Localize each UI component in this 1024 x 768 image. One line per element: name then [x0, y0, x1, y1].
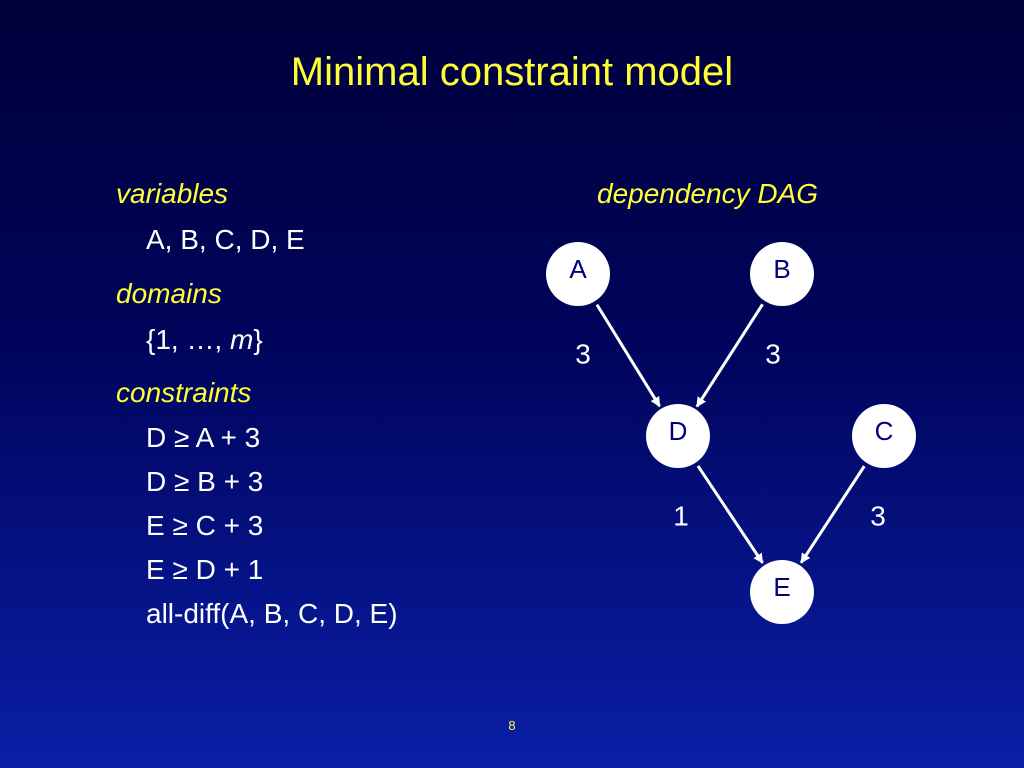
node-d: D — [646, 404, 710, 468]
node-label: D — [669, 416, 688, 446]
node-label: B — [773, 254, 790, 284]
edge-b-d — [695, 303, 764, 408]
constraint-1: D ≥ A + 3 — [146, 422, 261, 453]
domains-heading: domains — [116, 278, 222, 309]
constraints-heading: constraints — [116, 377, 252, 408]
node-e: E — [750, 560, 814, 624]
constraint-2: D ≥ B + 3 — [146, 466, 264, 497]
node-label: E — [773, 572, 790, 602]
edge-weight-b-d: 3 — [765, 338, 781, 369]
domain-variable: m — [230, 324, 254, 355]
domain-set: {1, …, m} — [146, 324, 263, 356]
domain-prefix: {1, …, — [146, 324, 231, 355]
edge-c-e — [799, 465, 866, 564]
node-c: C — [852, 404, 916, 468]
node-a: A — [546, 242, 610, 306]
edge-d-e — [696, 465, 764, 564]
node-circle — [546, 242, 610, 306]
domain-suffix: } — [253, 324, 263, 355]
node-circle — [646, 404, 710, 468]
edge-a-d — [595, 303, 661, 408]
slide-title: Minimal constraint model — [290, 50, 734, 94]
variables-heading: variables — [116, 178, 229, 209]
variables-list: A, B, C, D, E — [146, 224, 305, 255]
node-circle — [852, 404, 916, 468]
node-circle — [750, 242, 814, 306]
edge-weight-a-d: 3 — [575, 338, 591, 369]
constraint-3: E ≥ C + 3 — [146, 510, 264, 541]
constraint-alldiff: all-diff(A, B, C, D, E) — [146, 598, 398, 629]
dag-heading: dependency DAG — [597, 178, 819, 209]
node-b: B — [750, 242, 814, 306]
node-label: C — [875, 416, 894, 446]
page-number: 8 — [508, 718, 516, 733]
node-label: A — [569, 254, 587, 284]
edge-weight-c-e: 3 — [870, 500, 886, 531]
node-circle — [750, 560, 814, 624]
edge-weight-d-e: 1 — [673, 500, 689, 531]
constraint-4: E ≥ D + 1 — [146, 554, 264, 585]
